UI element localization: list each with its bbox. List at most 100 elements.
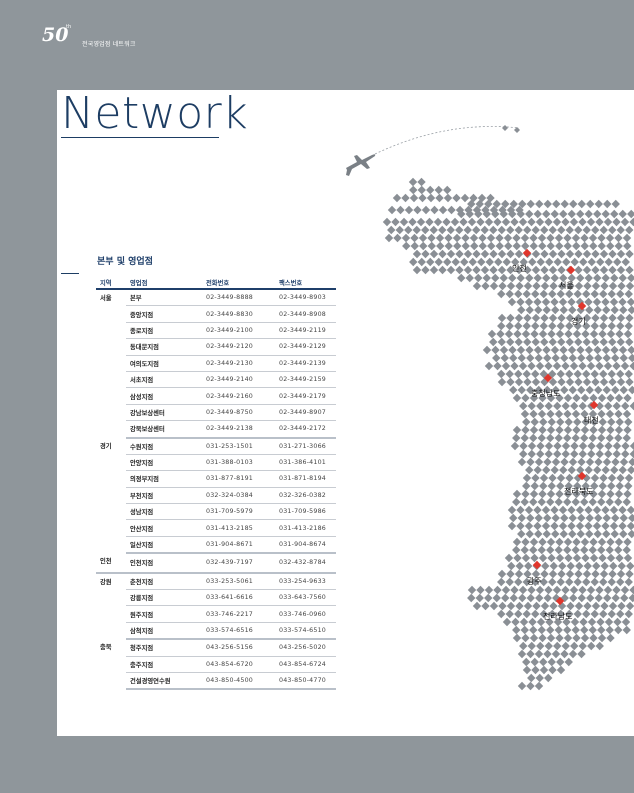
map-dot xyxy=(590,577,599,587)
map-dot xyxy=(551,457,561,467)
map-dot xyxy=(531,265,541,275)
map-dot xyxy=(622,433,631,443)
map-dot xyxy=(523,265,532,275)
map-dot xyxy=(616,337,625,347)
map-dot xyxy=(525,465,534,475)
map-dot xyxy=(536,441,545,451)
map-dot xyxy=(554,409,564,419)
map-dot xyxy=(605,409,615,419)
phone-cell: 02-3449-2140 xyxy=(202,371,275,389)
map-dot xyxy=(627,465,634,475)
map-dot xyxy=(611,593,620,603)
phone-cell: 043-850-4500 xyxy=(202,672,275,691)
map-dot xyxy=(584,521,593,531)
map-dot xyxy=(566,281,575,291)
map-dot xyxy=(583,561,592,571)
map-dot xyxy=(589,553,599,563)
map-dot xyxy=(584,209,593,219)
map-dot xyxy=(481,281,490,291)
map-dot xyxy=(597,625,606,635)
map-dot xyxy=(484,593,493,603)
map-dot xyxy=(580,233,589,243)
map-dot xyxy=(529,537,539,547)
map-dot xyxy=(627,305,634,315)
map-dot xyxy=(539,321,548,331)
map-dot xyxy=(602,305,611,315)
map-dot xyxy=(610,209,619,219)
map-dot xyxy=(614,497,623,507)
map-dot xyxy=(477,257,486,267)
map-dot xyxy=(574,265,583,275)
map-dot xyxy=(546,633,556,643)
map-dot xyxy=(615,417,624,427)
map-dot xyxy=(444,241,453,251)
map-dot xyxy=(571,497,580,507)
map-dot xyxy=(485,257,494,267)
map-dot xyxy=(565,577,574,587)
map-dot xyxy=(544,441,554,451)
map-dot xyxy=(606,329,616,339)
map-dot xyxy=(575,505,585,515)
map-dot xyxy=(438,249,447,259)
map-dot xyxy=(589,633,598,643)
map-dot xyxy=(453,241,462,251)
fax-cell: 033-746-0960 xyxy=(275,605,336,623)
map-dot xyxy=(571,233,581,243)
map-dot xyxy=(621,441,630,451)
map-dot xyxy=(524,521,534,531)
map-dot xyxy=(621,617,631,627)
office-cell: 강릉지점 xyxy=(126,589,202,607)
fax-cell: 02-3449-8908 xyxy=(275,305,336,323)
map-dot xyxy=(429,225,438,235)
map-dot xyxy=(447,205,456,215)
map-dot xyxy=(598,329,607,339)
map-dot xyxy=(546,241,555,251)
map-dot xyxy=(493,361,502,371)
map-dot xyxy=(529,633,539,643)
map-dot xyxy=(497,369,506,379)
map-dot xyxy=(529,241,538,251)
map-dot xyxy=(421,225,430,235)
map-dot xyxy=(561,217,570,227)
map-dot xyxy=(625,377,634,387)
map-dot xyxy=(591,569,600,579)
map-dot xyxy=(522,577,531,587)
map-dot xyxy=(540,337,549,347)
map-dot xyxy=(591,225,600,235)
fax-cell: 032-432-8784 xyxy=(275,553,336,574)
map-dot xyxy=(538,633,547,643)
map-dot xyxy=(498,281,507,291)
map-dot xyxy=(573,609,582,619)
map-dot xyxy=(599,577,608,587)
map-dot xyxy=(563,633,573,643)
map-dot xyxy=(531,289,540,299)
map-dot xyxy=(563,393,573,403)
city-label: 인천 xyxy=(512,264,527,273)
map-dot xyxy=(538,393,547,403)
city-label: 서울 xyxy=(559,281,574,290)
map-dot xyxy=(531,577,540,587)
map-dot xyxy=(611,353,620,363)
map-dot xyxy=(533,345,543,355)
map-dot xyxy=(531,665,540,675)
map-dot xyxy=(438,225,447,235)
map-dot xyxy=(612,449,621,459)
map-dot xyxy=(494,257,503,267)
map-dot xyxy=(620,217,630,227)
map-dot xyxy=(597,545,606,555)
fax-cell: 043-854-6724 xyxy=(275,656,336,673)
map-dot xyxy=(530,417,539,427)
map-dot xyxy=(538,553,548,563)
map-dot xyxy=(546,537,556,547)
map-dot xyxy=(506,313,515,323)
map-dot xyxy=(623,425,632,435)
50th-anniversary-emblem: 50 th xyxy=(42,24,76,50)
map-dot xyxy=(520,497,529,507)
map-dot xyxy=(623,241,632,251)
map-dot xyxy=(567,505,576,515)
map-dot xyxy=(522,289,531,299)
map-dot xyxy=(522,473,532,483)
map-dot xyxy=(463,265,473,275)
